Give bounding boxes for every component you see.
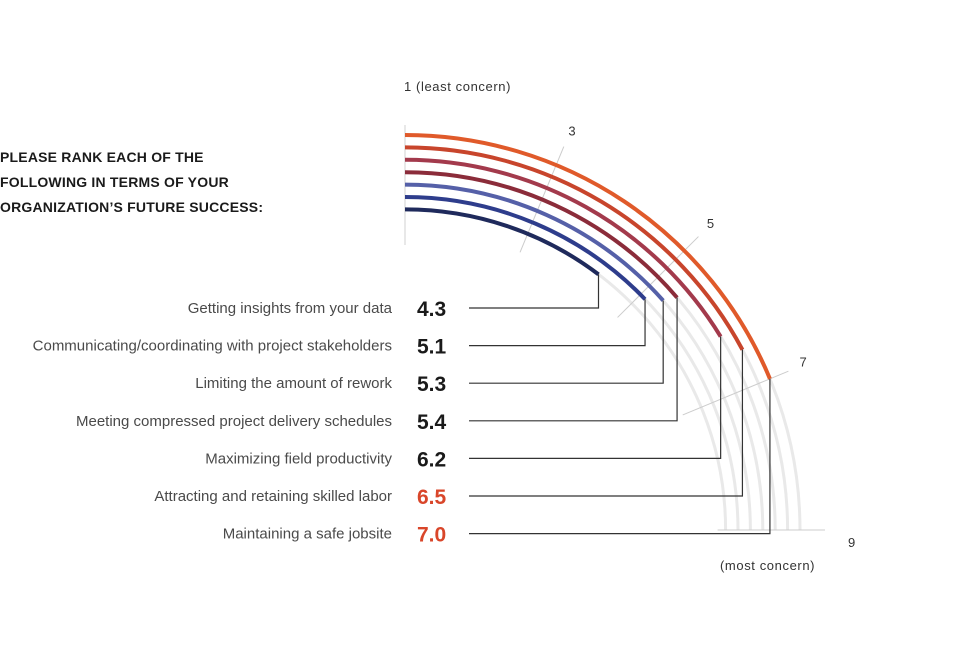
leader-line (469, 336, 722, 459)
value-label: 4.3 (417, 298, 446, 321)
data-arcs (404, 133, 772, 380)
tick-label: 7 (799, 355, 806, 370)
leader-line (469, 300, 664, 384)
category-label: Attracting and retaining skilled labor (154, 488, 392, 505)
question-line-3: ORGANIZATION’S FUTURE SUCCESS: (0, 199, 264, 215)
value-label: 6.5 (417, 486, 447, 509)
data-arc (404, 145, 745, 351)
category-label: Getting insights from your data (188, 300, 393, 317)
leader-line (469, 274, 600, 309)
question-line-2: FOLLOWING IN TERMS OF YOUR (0, 174, 229, 190)
data-arc (404, 207, 600, 276)
data-arc (404, 170, 679, 299)
category-label: Maintaining a safe jobsite (223, 526, 392, 543)
leader-line (469, 378, 771, 535)
data-arc (404, 182, 665, 302)
tick-line (682, 370, 789, 416)
value-label: 7.0 (417, 524, 446, 547)
value-label: 5.4 (417, 411, 447, 434)
question-line-1: PLEASE RANK EACH OF THE (0, 149, 204, 165)
category-labels: Getting insights from your data 4.3Commun… (33, 298, 447, 547)
data-arc (404, 157, 723, 338)
scale-max-label: (most concern) (720, 558, 815, 573)
tick-label: 9 (848, 535, 855, 550)
data-arc (404, 195, 647, 301)
guide-arc (404, 183, 752, 531)
data-arc (404, 133, 772, 380)
category-label: Communicating/coordinating with project … (33, 338, 392, 355)
category-label: Meeting compressed project delivery sche… (76, 413, 392, 430)
category-label: Maximizing field productivity (205, 450, 392, 467)
guide-arc (404, 133, 802, 531)
leader-lines (469, 274, 771, 535)
guide-arc (404, 145, 790, 531)
value-label: 6.2 (417, 448, 446, 471)
leader-line (469, 297, 678, 422)
value-label: 5.1 (417, 336, 447, 359)
tick-label: 5 (707, 216, 714, 231)
scale-ticks: 3 5 7 9 (519, 124, 855, 550)
scale-min-label: 1 (least concern) (404, 79, 511, 94)
value-label: 5.3 (417, 373, 446, 396)
leader-line (469, 299, 646, 347)
tick-label: 3 (568, 124, 575, 139)
survey-question: PLEASE RANK EACH OF THE FOLLOWING IN TER… (0, 145, 340, 220)
leader-line (469, 349, 744, 497)
category-label: Limiting the amount of rework (195, 375, 392, 392)
